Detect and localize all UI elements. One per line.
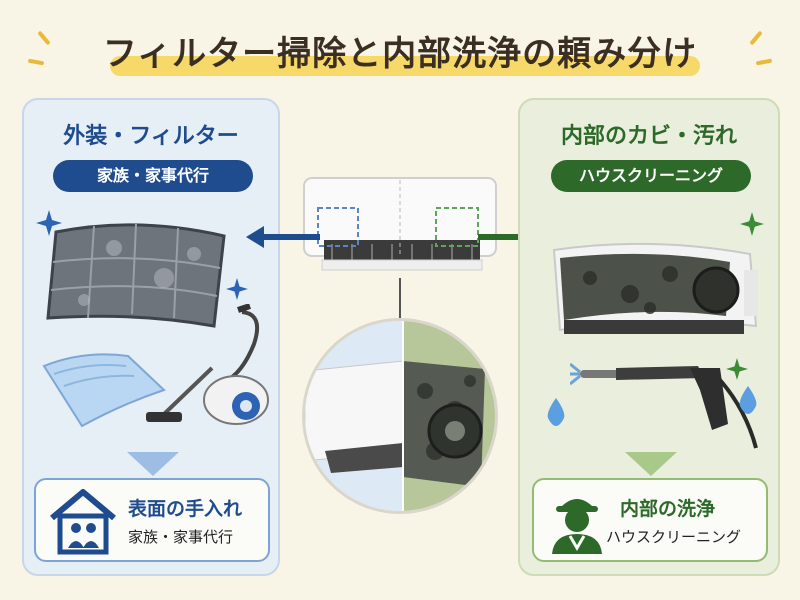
water-drop-icon	[547, 398, 565, 426]
right-result-card: 内部の洗浄 ハウスクリーニング	[532, 478, 768, 562]
title-area: フィルター掃除と内部洗浄の頼み分け	[70, 22, 730, 82]
left-arrow-icon	[246, 226, 320, 248]
left-result-title: 表面の手入れ	[128, 498, 243, 520]
worker-icon	[552, 499, 602, 554]
right-result-sub: ハウスクリーニング	[606, 528, 742, 546]
right-pill: ハウスクリーニング	[551, 160, 751, 192]
vacuum-icon	[146, 304, 269, 425]
left-panel: 外装・フィルター 家族・家事代行	[22, 98, 280, 576]
closeup-illustration	[305, 321, 495, 511]
page-title: フィルター掃除と内部洗浄の頼み分け	[102, 34, 698, 74]
right-result-title: 内部の洗浄	[620, 498, 716, 520]
left-result-card: 表面の手入れ 家族・家事代行	[34, 478, 270, 562]
sparkle-icon	[226, 278, 248, 300]
spark-decoration	[749, 30, 763, 46]
cloth-icon	[42, 353, 166, 428]
filter-icon	[46, 223, 226, 328]
left-result-sub: 家族・家事代行	[128, 528, 234, 546]
spark-decoration	[27, 58, 45, 66]
title-highlight	[110, 56, 700, 76]
water-drop-icon	[739, 386, 757, 414]
spark-decoration	[37, 30, 51, 46]
spark-decoration	[755, 58, 773, 66]
sparkle-icon	[36, 210, 62, 236]
air-conditioner-icon	[303, 177, 497, 271]
house-family-icon	[50, 489, 116, 555]
right-down-arrow	[625, 452, 677, 476]
left-heading: 外装・フィルター	[63, 124, 239, 149]
right-heading: 内部のカビ・汚れ	[560, 124, 737, 149]
right-panel: 内部のカビ・汚れ ハウスクリーニング	[518, 98, 780, 576]
sparkle-icon	[740, 212, 764, 236]
sparkle-icon	[726, 358, 748, 380]
left-down-arrow	[127, 452, 179, 476]
connector-line	[399, 278, 401, 320]
closeup-circle	[302, 318, 498, 514]
moldy-ac-icon	[552, 242, 758, 334]
left-pill: 家族・家事代行	[53, 160, 253, 192]
spray-gun-icon	[570, 362, 758, 449]
